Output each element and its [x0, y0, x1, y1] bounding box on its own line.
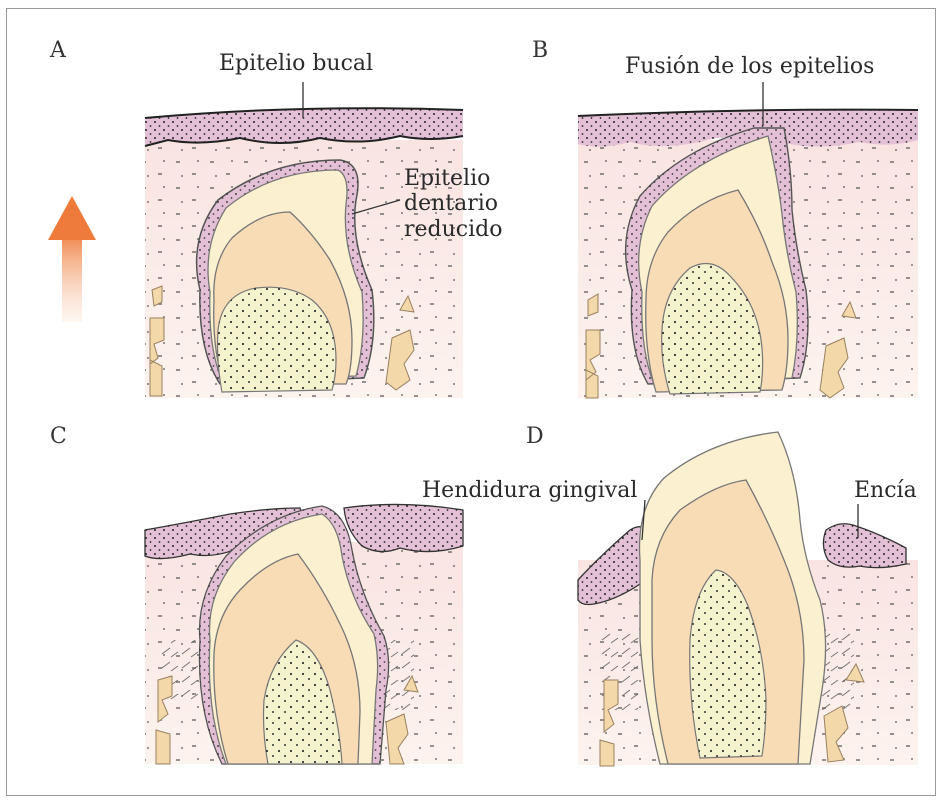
panel-letter-b: B: [532, 38, 548, 63]
panel-c-drawing: [145, 504, 463, 764]
label-epitelio-dentario-line2: dentario: [404, 191, 502, 216]
panel-b-drawing: [578, 82, 918, 398]
label-fusion-epitelios: Fusión de los epitelios: [625, 54, 874, 79]
label-hendidura-gingival: Hendidura gingival: [422, 478, 637, 503]
label-epitelio-dentario-reducido: Epitelio dentario reducido: [404, 166, 502, 242]
panel-letter-d: D: [526, 424, 544, 449]
label-epitelio-dentario-line1: Epitelio: [404, 166, 502, 191]
eruption-arrow-up-icon: [48, 196, 96, 322]
label-encia: Encía: [854, 478, 917, 503]
panel-letter-a: A: [50, 38, 66, 63]
label-epitelio-dentario-line3: reducido: [404, 217, 502, 242]
panel-letter-c: C: [50, 424, 67, 449]
label-epitelio-bucal: Epitelio bucal: [219, 51, 373, 76]
